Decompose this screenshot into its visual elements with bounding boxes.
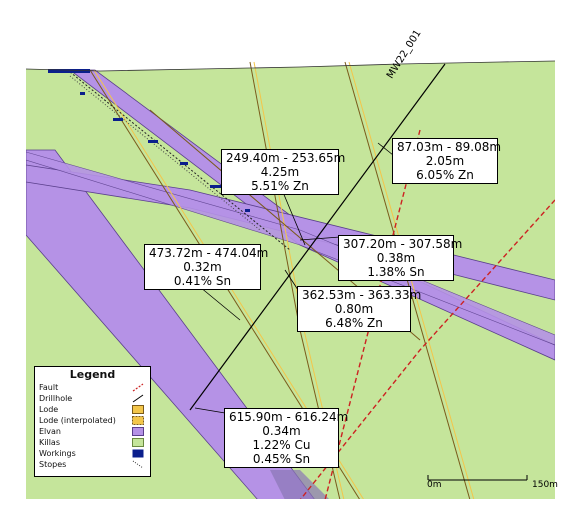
callout-grade: 1.38% Sn: [367, 265, 425, 279]
leader-c1: [279, 184, 306, 246]
topography: [26, 60, 555, 72]
callout-grade-2: 0.45% Sn: [252, 452, 311, 466]
fault-2: [299, 199, 555, 499]
callout-depth: 87.03m - 89.08m: [397, 140, 502, 154]
callout-depth: 615.90m - 616.24m: [229, 410, 349, 424]
intercept-callout-2: 87.03m - 89.08m 2.05m 6.05% Zn: [392, 138, 502, 184]
stopes-symbol-icon: [132, 460, 144, 469]
legend-item-workings: Workings: [39, 449, 146, 459]
legend-item-lode: Lode: [39, 405, 146, 415]
workings-block: [113, 118, 123, 121]
workings-block: [48, 69, 90, 73]
stope-area: [270, 470, 329, 499]
lode-3: [344, 61, 471, 499]
legend-label: Stopes: [39, 460, 67, 469]
callout-width: 0.80m: [334, 302, 374, 316]
callout-width: 4.25m: [260, 165, 300, 179]
workings-block: [148, 140, 158, 143]
legend-item-fault: Fault: [39, 383, 146, 393]
callout-depth: 473.72m - 474.04m: [149, 246, 269, 260]
legend: Legend Fault Drillhole Lode Lode (interp…: [34, 366, 151, 477]
workings-block: [245, 209, 250, 212]
scale-end-label: 150m: [532, 480, 558, 490]
legend-label: Workings: [39, 449, 76, 458]
legend-label: Fault: [39, 383, 59, 392]
callout-width: 0.38m: [376, 251, 416, 265]
killas-symbol-icon: [132, 438, 144, 447]
legend-item-stopes: Stopes: [39, 460, 146, 470]
legend-label: Elvan: [39, 427, 61, 436]
drillhole-trace: [189, 63, 446, 411]
lode-interpolated-symbol-icon: [132, 416, 144, 425]
elvan-band-lower: [26, 151, 555, 346]
legend-title: Legend: [69, 368, 116, 381]
intercept-callout-6: 615.90m - 616.24m 0.34m 1.22% Cu 0.45% S…: [224, 408, 349, 468]
elvan-symbol-icon: [132, 427, 144, 436]
workings-block: [180, 162, 188, 165]
leader-c3: [199, 286, 241, 321]
workings-block: [80, 92, 85, 95]
legend-label: Killas: [39, 438, 60, 447]
legend-label: Lode: [39, 405, 59, 414]
fault-symbol-icon: [132, 383, 144, 392]
callout-grade: 0.41% Sn: [173, 274, 232, 288]
workings-symbol-icon: [132, 449, 144, 458]
scale-start-label: 0m: [427, 480, 442, 490]
lode-3b: [348, 61, 475, 499]
intercept-callout-5: 362.53m - 363.33m 0.80m 6.48% Zn: [297, 286, 422, 332]
legend-label: Lode (interpolated): [39, 416, 116, 425]
workings-block: [210, 185, 222, 188]
legend-item-drillhole: Drillhole: [39, 394, 146, 404]
callout-grade: 1.22% Cu: [252, 438, 311, 452]
stopes-dotted: [69, 71, 291, 251]
scale-bar-graphic: [427, 475, 528, 481]
legend-label: Drillhole: [39, 394, 73, 403]
legend-item-elvan: Elvan: [39, 427, 146, 437]
drillhole-symbol-icon: [132, 394, 144, 403]
legend-item-killas: Killas: [39, 438, 146, 448]
leader-c4: [299, 236, 341, 241]
callout-width: 2.05m: [425, 154, 465, 168]
callout-grade: 5.51% Zn: [251, 179, 309, 193]
leader-c6: [194, 407, 226, 414]
intercept-callout-4: 307.20m - 307.58m 0.38m 1.38% Sn: [338, 235, 463, 281]
callout-width: 0.32m: [183, 260, 222, 274]
callout-grade: 6.48% Zn: [325, 316, 383, 330]
intercept-callout-1: 249.40m - 253.65m 4.25m 5.51% Zn: [221, 149, 346, 195]
callout-depth: 249.40m - 253.65m: [226, 151, 346, 165]
legend-item-lode-interpolated: Lode (interpolated): [39, 416, 146, 426]
callout-depth: 362.53m - 363.33m: [302, 288, 422, 302]
leader-c2: [377, 142, 394, 156]
callout-grade: 6.05% Zn: [416, 168, 474, 182]
callout-width: 0.34m: [262, 424, 301, 438]
lode-symbol-icon: [132, 405, 144, 414]
intercept-callout-3: 473.72m - 474.04m 0.32m 0.41% Sn: [144, 244, 269, 290]
callout-depth: 307.20m - 307.58m: [343, 237, 463, 251]
